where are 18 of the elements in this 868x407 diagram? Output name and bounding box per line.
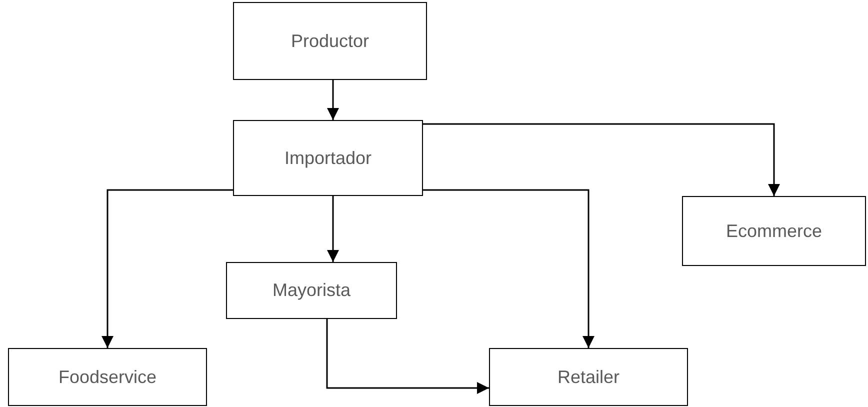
process-box [226,262,397,319]
arrow [423,189,594,348]
process-box [682,196,866,266]
arrow [327,196,339,262]
arrow [326,319,489,394]
process-box [233,2,427,80]
process-box [233,120,423,196]
process-box [489,348,688,406]
box-label: Retailer [557,366,620,388]
box-label: Ecommerce [726,220,822,242]
arrow [102,189,233,348]
arrow [327,80,339,120]
box-label: Importador [284,148,372,168]
box-label: Foodservice [58,366,157,388]
arrow [423,123,780,196]
box-label: Mayorista [272,280,351,301]
process-box [8,348,207,406]
box-label: Productor [290,30,370,52]
